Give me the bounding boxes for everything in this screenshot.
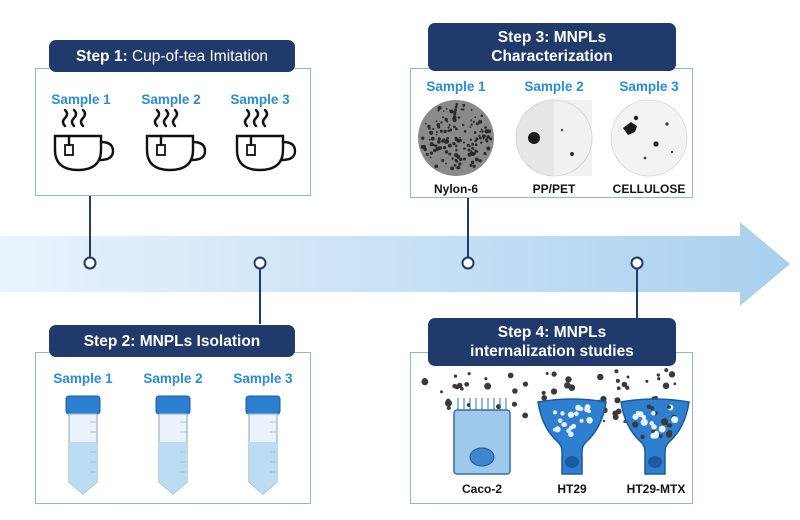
cell-ht29-label: HT29	[557, 482, 587, 496]
step3-title-line2: Characterization	[491, 48, 613, 65]
step1-sample-2-label: Sample 2	[141, 92, 201, 107]
step3-title-line1: Step 3: MNPLs	[497, 29, 607, 46]
step1-title-bold: Step 1:	[75, 47, 128, 65]
test-tube-icon	[245, 395, 281, 495]
step1-sample-3-label: Sample 3	[230, 92, 290, 107]
cellulose-micrograph	[610, 99, 688, 177]
step2-header: Step 2: MNPLs Isolation	[49, 325, 295, 357]
step3-sample-3-label: Sample 3	[619, 79, 679, 94]
material-nylon-label: Nylon-6	[433, 182, 478, 196]
tea-cup-icon	[53, 108, 115, 172]
cell-caco2-label: Caco-2	[461, 482, 502, 496]
nylon-micrograph	[418, 100, 494, 176]
step1-title-rest: Cup-of-tea Imitation	[131, 47, 269, 65]
step3-sample-2-label: Sample 2	[524, 79, 584, 94]
step1-header: Step 1: Cup-of-tea Imitation	[49, 40, 295, 72]
ht29-cell-icon	[537, 398, 607, 475]
connector-node-step3	[461, 256, 475, 270]
cell-ht29-mtx-label: HT29-MTX	[626, 482, 686, 496]
pp-pet-micrograph	[515, 99, 593, 177]
step3-sample-1-label: Sample 1	[426, 79, 486, 94]
step3-header: Step 3: MNPLs Characterization	[428, 23, 676, 71]
test-tube-icon	[155, 395, 191, 495]
step2-sample-1-label: Sample 1	[53, 371, 113, 386]
connector-node-step2	[253, 256, 267, 270]
step1-sample-1-label: Sample 1	[51, 92, 111, 107]
test-tube-icon	[65, 395, 101, 495]
step4-title-line2: internalization studies	[470, 343, 634, 360]
ht29-mtx-cell-icon	[620, 398, 690, 475]
tea-cup-icon	[145, 108, 207, 172]
connector-node-step1	[83, 256, 97, 270]
step1-panel	[35, 68, 311, 196]
material-cellulose-label: CELLULOSE	[612, 182, 686, 196]
caco2-cell-icon	[453, 398, 511, 475]
material-pp-pet-label: PP/PET	[532, 182, 576, 196]
step4-header: Step 4: MNPLs internalization studies	[428, 318, 676, 366]
step4-title-line1: Step 4: MNPLs	[497, 324, 607, 341]
tea-cup-icon	[235, 108, 297, 172]
step2-sample-2-label: Sample 2	[143, 371, 203, 386]
step2-sample-3-label: Sample 3	[233, 371, 293, 386]
connector-node-step4	[630, 256, 644, 270]
step2-title: Step 2: MNPLs Isolation	[83, 332, 261, 350]
